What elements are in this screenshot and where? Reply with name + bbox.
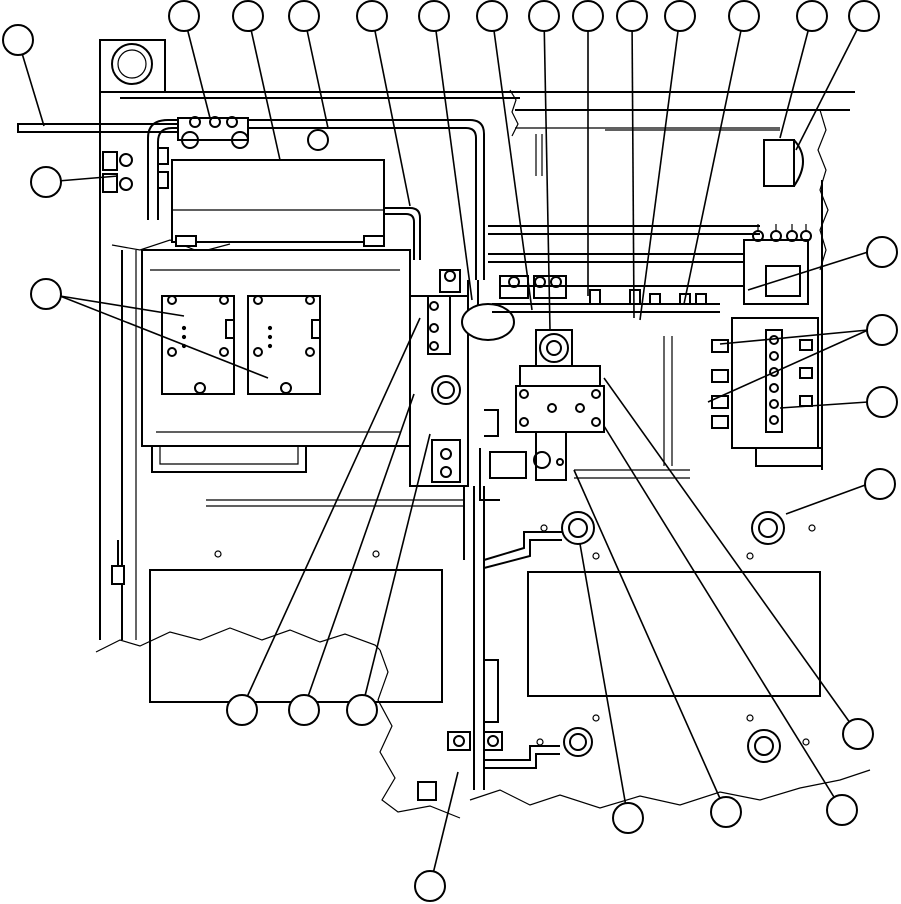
callout-bubble xyxy=(288,694,320,726)
callout-bubble xyxy=(728,0,760,32)
floor-plates xyxy=(111,511,821,763)
callout-bubble xyxy=(866,314,898,346)
callout-bubble xyxy=(866,386,898,418)
support-rods xyxy=(206,134,760,507)
callout-bubble xyxy=(232,0,264,32)
callout-bubble xyxy=(572,0,604,32)
callout-bubble xyxy=(414,870,446,902)
callout-bubble xyxy=(168,0,200,32)
callout-bubble xyxy=(616,0,648,32)
callout-bubble xyxy=(476,0,508,32)
upper-left-assembly xyxy=(17,116,485,280)
callout-bubble xyxy=(848,0,880,32)
callout-bubble xyxy=(864,468,896,500)
callout-bubble xyxy=(664,0,696,32)
callout-bubble xyxy=(528,0,560,32)
callout-bubble xyxy=(346,694,378,726)
callout-bubble xyxy=(30,166,62,198)
cabinet-frame xyxy=(95,39,871,819)
contactor-block xyxy=(489,275,720,481)
terminal-block xyxy=(711,139,823,467)
callout-bubble xyxy=(710,796,742,828)
callout-bubble xyxy=(356,0,388,32)
callout-bubble xyxy=(826,794,858,826)
callout-bubble xyxy=(418,0,450,32)
callout-bubble xyxy=(2,24,34,56)
callout-bubble xyxy=(612,802,644,834)
callout-bubble xyxy=(866,236,898,268)
callout-bubble xyxy=(796,0,828,32)
callout-bubble xyxy=(226,694,258,726)
leader-lines xyxy=(17,15,869,887)
callout-bubble xyxy=(30,278,62,310)
relay-panel xyxy=(141,249,411,473)
callout-bubble xyxy=(288,0,320,32)
callout-bubble xyxy=(842,718,874,750)
